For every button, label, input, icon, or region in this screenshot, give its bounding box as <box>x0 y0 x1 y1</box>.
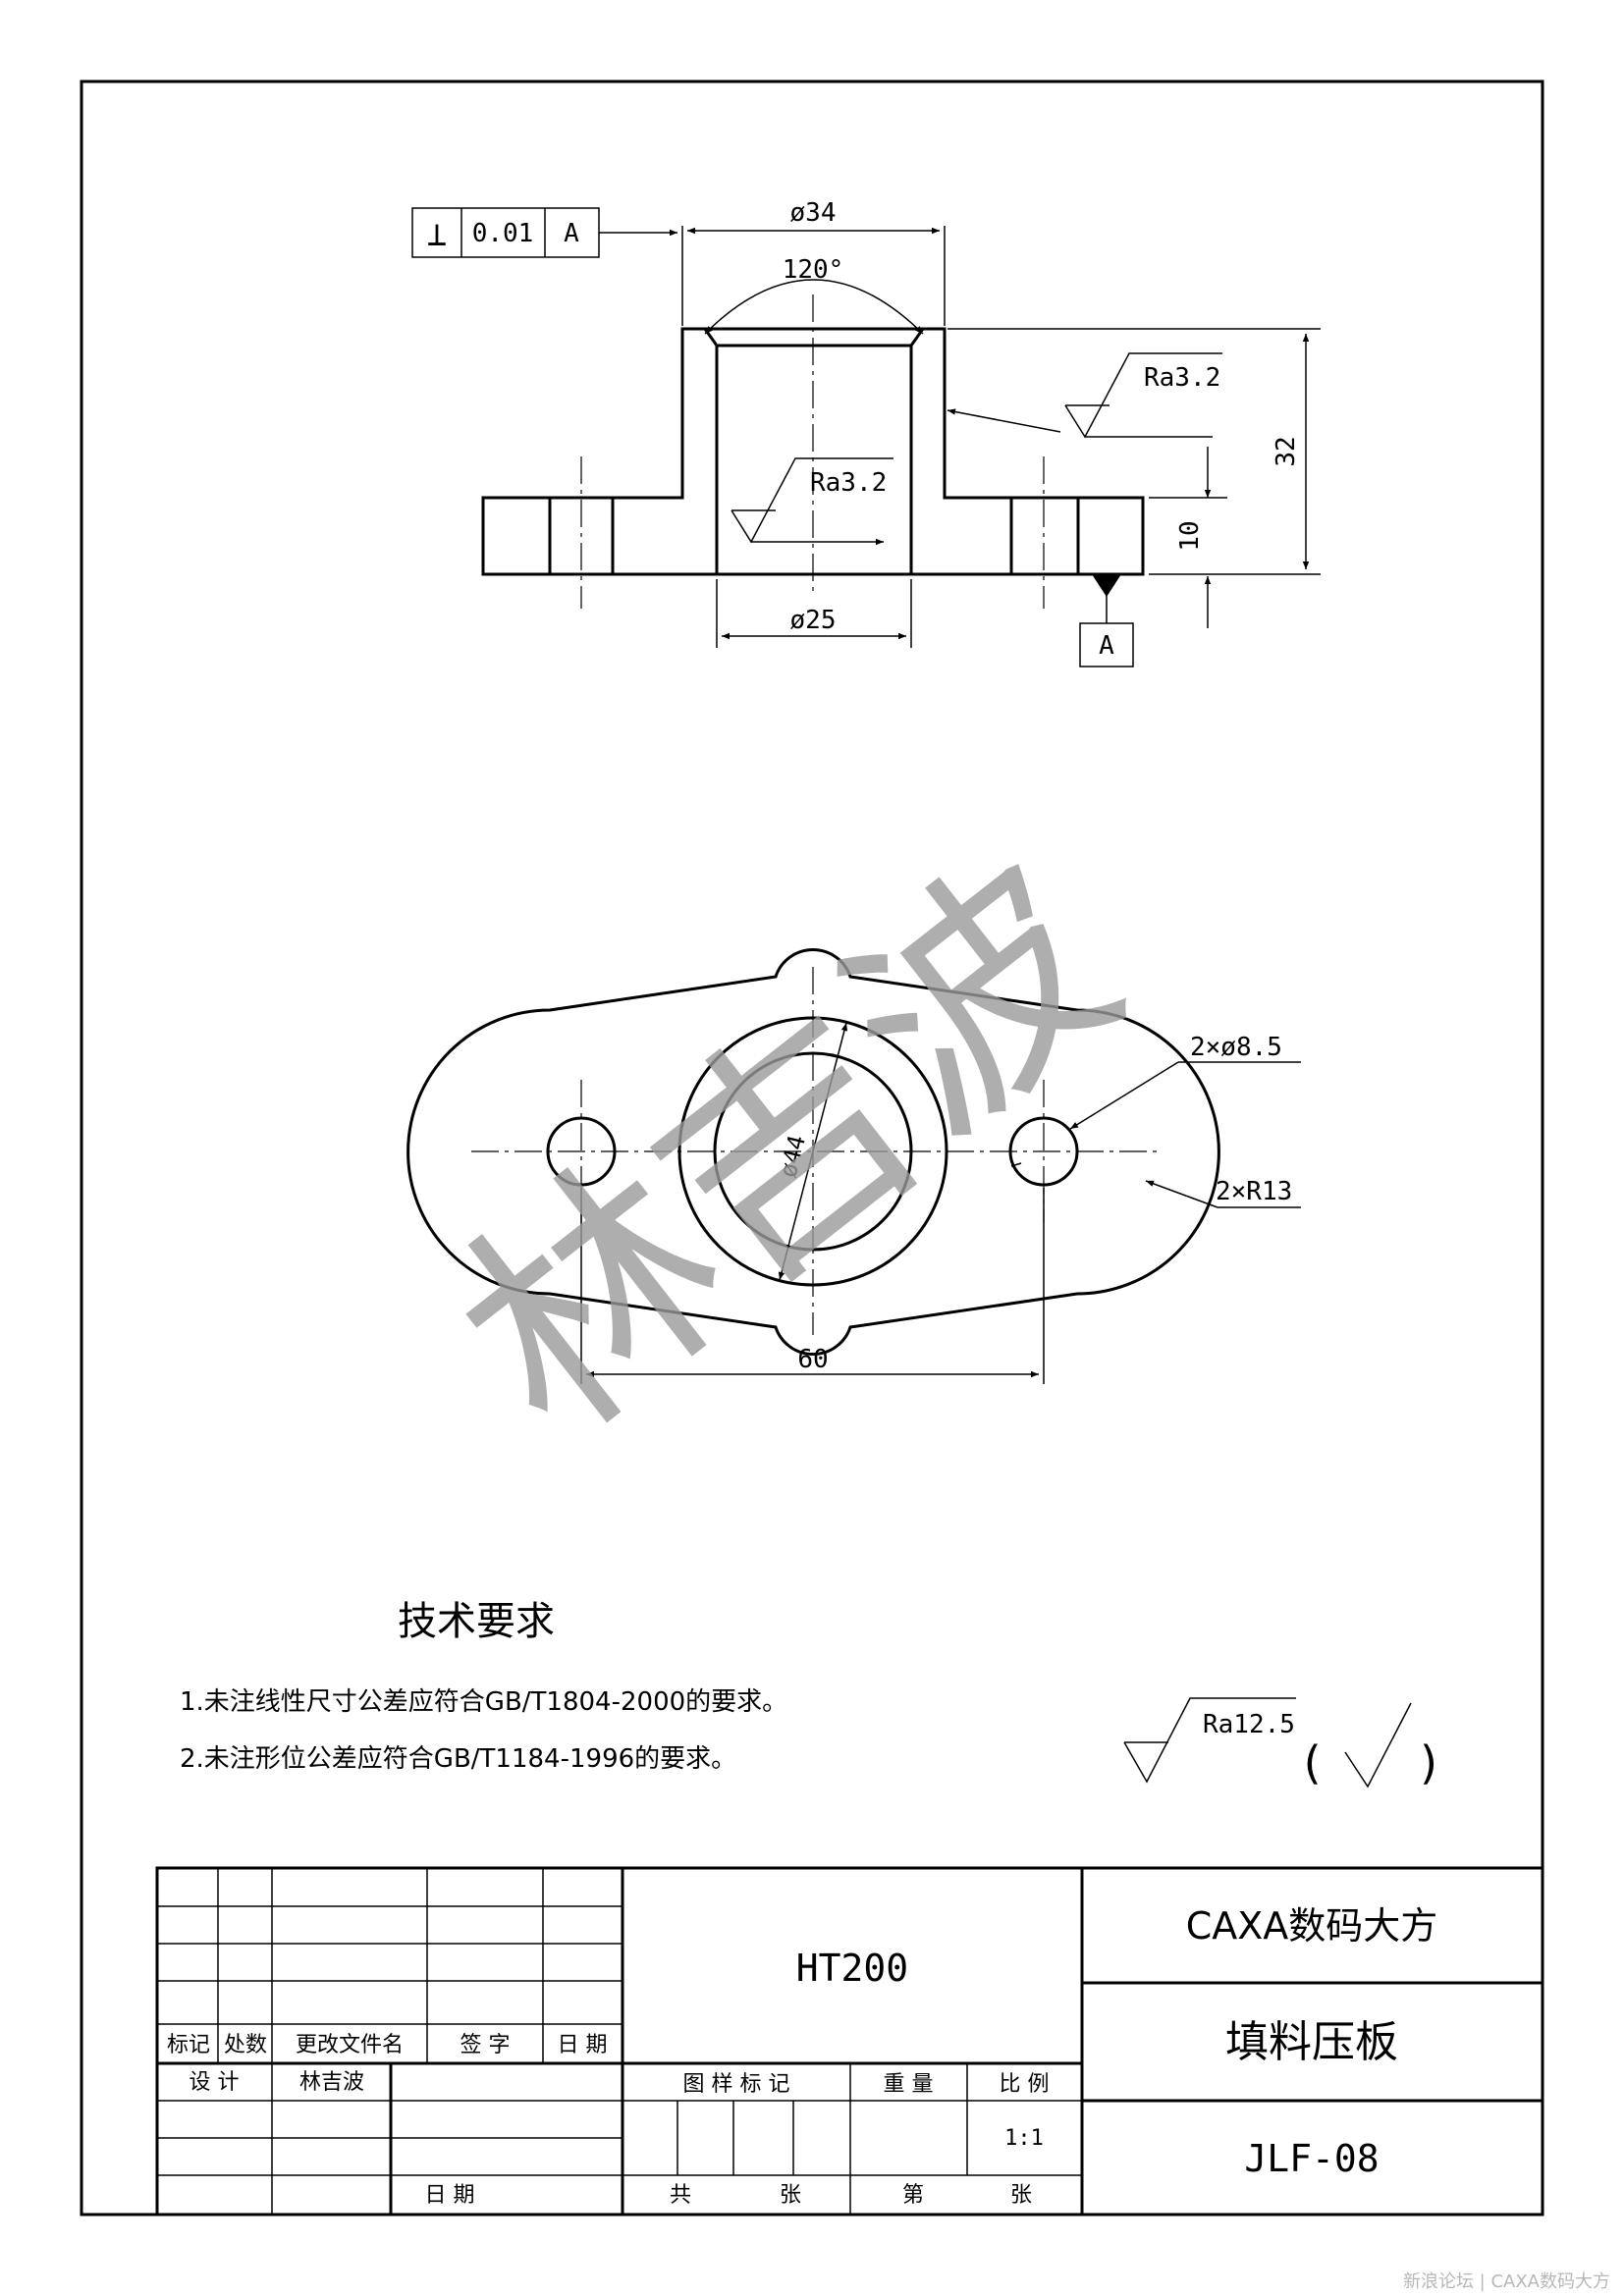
section-view: ø34 120° ⊥ 0.01 A ø25 32 10 Ra3.2 <box>411 198 1321 667</box>
dim-holes: 2×ø8.5 <box>1190 1033 1282 1062</box>
requirement-item-2: 2.未注形位公差应符合GB/T1184-1996的要求。 <box>180 1744 736 1774</box>
requirement-item-1: 1.未注线性尺寸公差应符合GB/T1804-2000的要求。 <box>180 1687 787 1717</box>
hatch-right-flange <box>1076 496 1145 576</box>
paren-close: ) <box>1416 1736 1443 1789</box>
hatch-left-flange <box>481 496 552 576</box>
title-block: 标记 处数 更改文件名 签 字 日 期 设 计 林吉波 日 期 HT200 图 … <box>155 1866 1544 2216</box>
roughness-outer: Ra3.2 <box>1144 363 1220 393</box>
tolerance-value: 0.01 <box>472 219 534 248</box>
tolerance-datum: A <box>564 219 579 248</box>
paren-open: ( <box>1298 1736 1326 1789</box>
sheets-total-label: 共 <box>670 2183 691 2208</box>
drawing-number: JLF-08 <box>1244 2137 1379 2180</box>
scale-value: 1:1 <box>1004 2126 1044 2151</box>
dim-bore-diameter: ø25 <box>790 606 837 635</box>
sheet-label-2: 张 <box>1010 2183 1032 2208</box>
company-name: CAXA数码大方 <box>1186 1904 1438 1948</box>
design-label: 设 计 <box>189 2070 240 2095</box>
flange-outline <box>481 327 1145 576</box>
rev-header-date: 日 期 <box>558 2033 608 2057</box>
hatch-left-body <box>611 327 719 576</box>
roughness-inner: Ra3.2 <box>810 468 887 498</box>
general-roughness: Ra12.5 ( ) <box>1123 1697 1443 1789</box>
dim-hole-spacing: 60 <box>797 1345 828 1374</box>
dim-top-diameter: ø34 <box>790 198 837 228</box>
roughness-general: Ra12.5 <box>1203 1710 1295 1739</box>
datum-label: A <box>1099 631 1114 661</box>
sheet-label: 张 <box>780 2183 801 2208</box>
material: HT200 <box>796 1947 908 1990</box>
dim-chamfer-angle: 120° <box>783 255 844 285</box>
requirements-title: 技术要求 <box>398 1599 555 1644</box>
rev-header-document: 更改文件名 <box>296 2033 404 2057</box>
watermark-signature: 林吉波 <box>409 810 1165 1488</box>
date-label: 日 期 <box>425 2183 475 2208</box>
footer-source: 新浪论坛 | CAXA数码大方 <box>1403 2271 1610 2292</box>
tolerance-symbol: ⊥ <box>427 215 447 254</box>
part-name: 填料压板 <box>1225 2017 1398 2067</box>
designer-name: 林吉波 <box>299 2070 364 2095</box>
top-view: ø44 60 2×ø8.5 2×R13 林吉波 <box>406 810 1301 1488</box>
stage-label: 图 样 标 记 <box>683 2072 790 2097</box>
dim-flange-thickness: 10 <box>1175 520 1205 551</box>
dim-end-radius: 2×R13 <box>1216 1177 1292 1206</box>
weight-label: 重 量 <box>884 2072 934 2097</box>
dim-height-total: 32 <box>1272 436 1301 466</box>
rev-header-mark: 标记 <box>167 2033 210 2057</box>
sheet-no-label: 第 <box>902 2183 924 2208</box>
rev-header-signature: 签 字 <box>460 2033 511 2057</box>
plate-outline <box>406 947 1220 1357</box>
hatch-right-body <box>909 327 1013 576</box>
scale-label: 比 例 <box>1000 2072 1050 2097</box>
rev-header-count: 处数 <box>224 2033 267 2057</box>
